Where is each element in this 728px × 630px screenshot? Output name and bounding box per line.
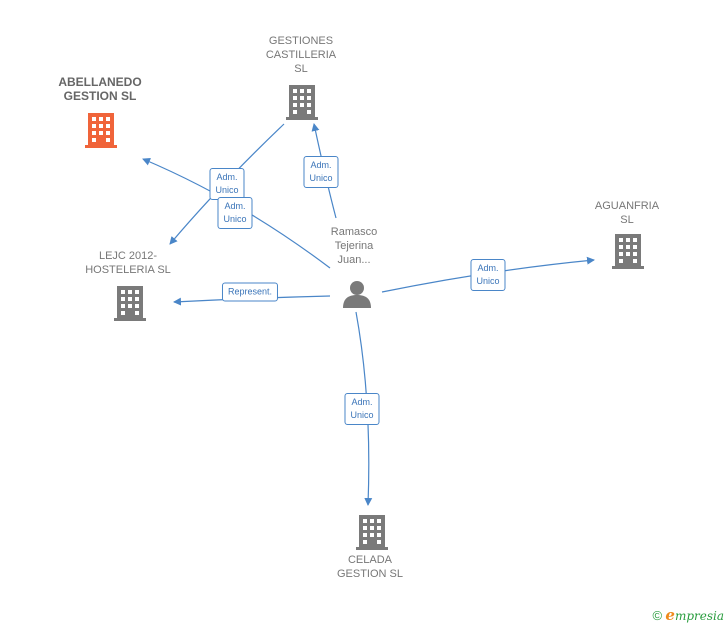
edge-label-celada[interactable]: Adm. Unico <box>344 393 380 425</box>
person-icon[interactable] <box>341 278 373 310</box>
node-label-line: Juan... <box>337 254 371 266</box>
building-icon[interactable] <box>113 284 147 321</box>
node-label-lejc[interactable]: LEJC 2012- HOSTELERIA SL <box>85 249 171 277</box>
edge-label-aguanfria[interactable]: Adm. Unico <box>470 259 506 291</box>
node-label-line: GESTION SL <box>63 89 137 103</box>
brand-rest: mpresia <box>674 609 724 623</box>
building-icon[interactable] <box>611 232 645 269</box>
edge-label-line: Adm. <box>224 201 246 211</box>
node-label-line: AGUANFRIA <box>594 200 660 212</box>
edge-label-line: Adm. <box>216 172 238 182</box>
edge-label-line: Unico <box>476 276 500 286</box>
node-label-celada[interactable]: CELADA GESTION SL <box>337 553 403 581</box>
node-label-line: Tejerina <box>334 240 374 252</box>
edge-label-line: Represent. <box>227 286 273 297</box>
building-icon[interactable] <box>355 513 389 550</box>
node-label-line: GESTIONES <box>268 35 334 47</box>
edge-label-line: Unico <box>223 214 247 224</box>
node-label-aguanfria[interactable]: AGUANFRIA SL <box>595 199 659 227</box>
node-label-line: CELADA <box>347 554 393 566</box>
edge-label-lejc-adm[interactable]: Adm. Unico <box>217 197 253 229</box>
brand-e: e <box>665 606 675 624</box>
node-label-abellanedo[interactable]: ABELLANEDO GESTION SL <box>58 75 141 103</box>
edge-label-line: Unico <box>215 185 239 195</box>
building-icon[interactable] <box>84 111 118 148</box>
building-icon[interactable] <box>285 83 319 120</box>
node-label-line: Ramasco <box>330 226 378 238</box>
edge-label-line: Unico <box>309 173 333 183</box>
edge-label-gestiones[interactable]: Adm. Unico <box>303 156 339 188</box>
node-label-line: GESTION SL <box>336 568 404 580</box>
empresia-watermark: © empresia <box>652 606 724 624</box>
node-label-line: CASTILLERIA <box>265 49 337 61</box>
edge-label-abellanedo[interactable]: Adm. Unico <box>209 168 245 200</box>
node-label-gestiones[interactable]: GESTIONES CASTILLERIA SL <box>266 34 336 76</box>
node-label-line: LEJC 2012- <box>98 250 158 262</box>
edge-label-line: Adm. <box>310 160 332 170</box>
edge-label-represent[interactable]: Represent. <box>221 282 279 302</box>
node-label-line: HOSTELERIA SL <box>85 264 171 276</box>
node-label-line: ABELLANEDO <box>58 75 142 89</box>
edge-label-line: Adm. <box>477 263 499 273</box>
edge-label-line: Unico <box>350 410 374 420</box>
edge-label-line: Adm. <box>351 397 373 407</box>
copyright-icon: © <box>652 608 663 623</box>
node-label-line: SL <box>620 214 634 226</box>
node-label-person[interactable]: Ramasco Tejerina Juan... <box>331 225 377 267</box>
node-label-line: SL <box>294 63 308 75</box>
